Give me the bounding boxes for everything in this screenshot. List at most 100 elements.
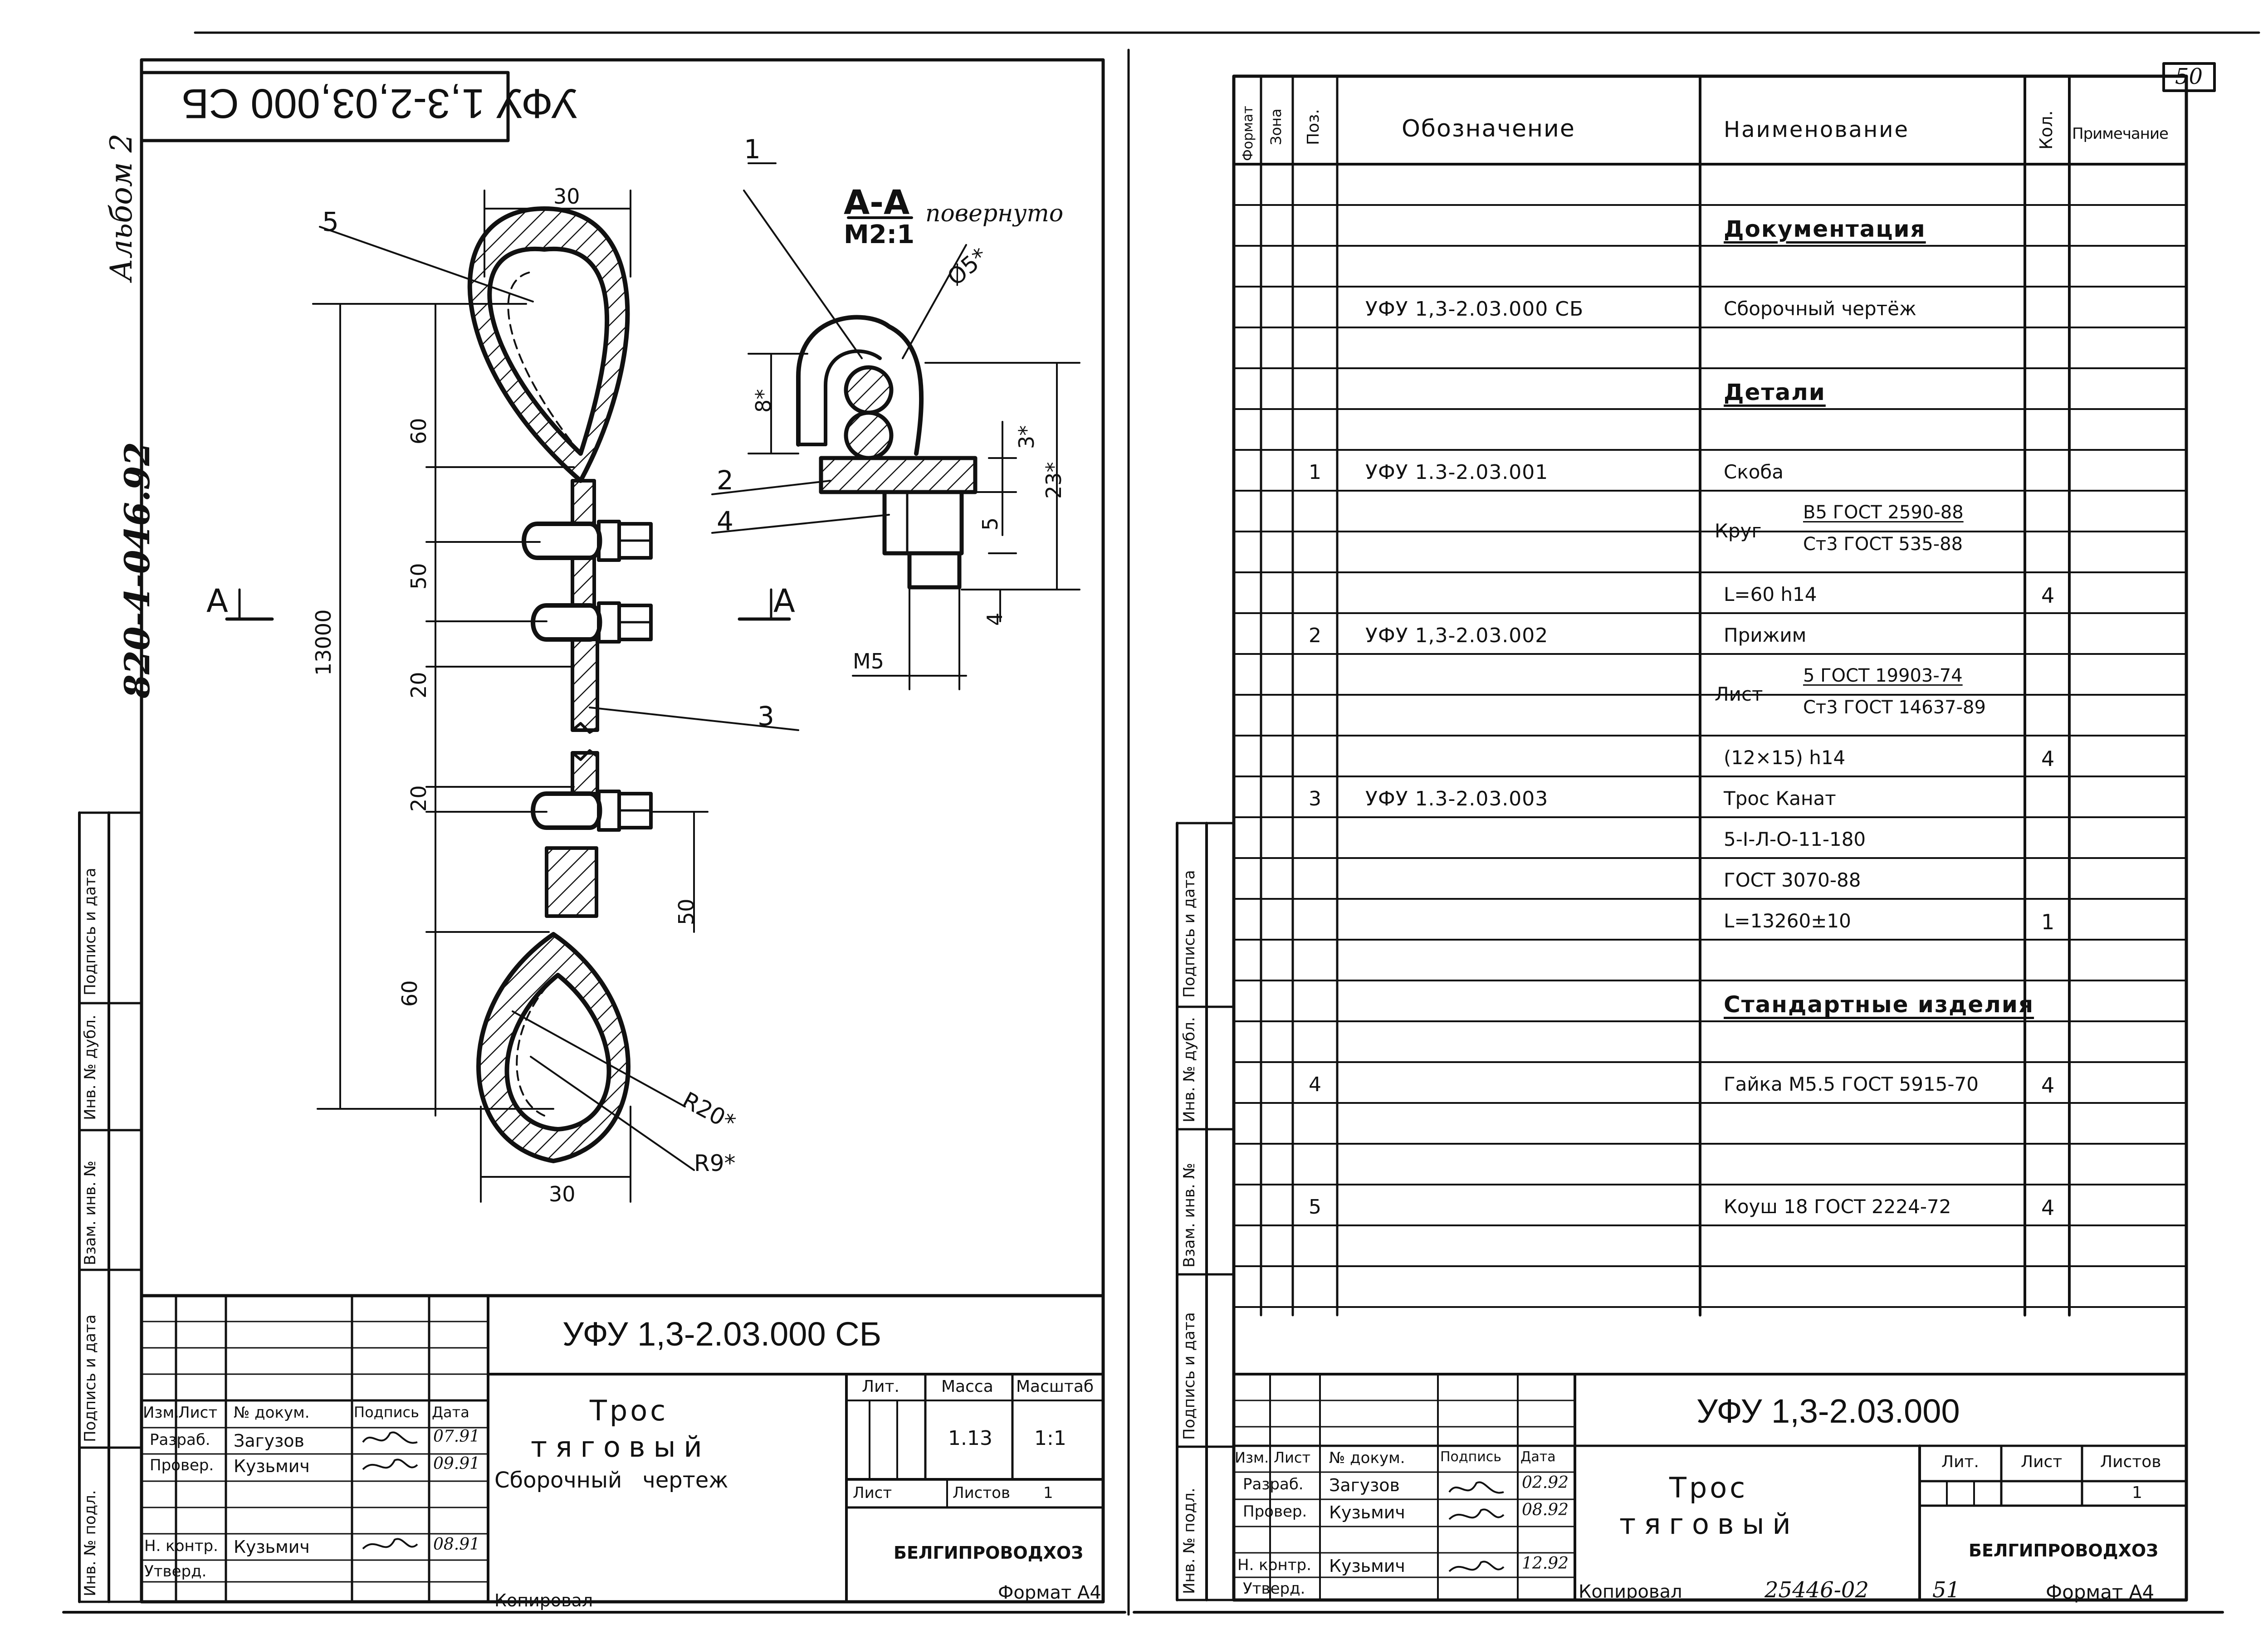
left-org: БЕЛГИПРОВОДХОЗ — [894, 1543, 1084, 1563]
left-side-sign-date: Подпись и дата — [81, 868, 99, 995]
right-razrab-date: 02.92 — [1522, 1473, 1569, 1492]
left-utverd-label: Утверд. — [144, 1562, 207, 1580]
right-nkontr-label: Н. контр. — [1237, 1556, 1311, 1574]
header-name: Наименование — [1724, 117, 1910, 142]
dim-50-bottom: 50 — [674, 898, 699, 925]
left-masshtab: Масштаб — [1016, 1377, 1094, 1396]
callout-5: 5 — [322, 206, 339, 237]
spec-row-name: Сборочный чертёж — [1724, 298, 1916, 320]
spec-row-designation: УФУ 1,3-2.03.000 СБ — [1365, 298, 1584, 321]
spec-row-pos: 4 — [1309, 1073, 1321, 1096]
right-nkontr-name: Кузьмич — [1329, 1556, 1405, 1576]
section-scale: М2:1 — [844, 220, 915, 249]
spec-row-designation: УФУ 1.3-2.03.003 — [1365, 787, 1549, 810]
left-col-date: Дата — [432, 1404, 469, 1421]
spec-row-name: L=60 h14 — [1724, 583, 1817, 605]
right-prover-label: Провер. — [1243, 1502, 1307, 1521]
dim-20-top: 20 — [406, 672, 431, 698]
section-a-a-detail — [748, 216, 1080, 690]
spec-row-pos: 3 — [1309, 787, 1321, 810]
section-title: А-А — [844, 183, 910, 222]
right-side-sign-date: Подпись и дата — [1180, 870, 1198, 998]
spec-row-name: L=13260±10 — [1724, 910, 1851, 932]
right-sheet-label: Лист — [2021, 1453, 2063, 1471]
left-prover-label: Провер. — [150, 1456, 214, 1474]
right-razrab-name: Загузов — [1329, 1475, 1400, 1495]
callout-2: 2 — [717, 465, 733, 496]
spec-row-qty: 4 — [2041, 583, 2055, 608]
view-marker-left: А — [206, 582, 228, 619]
left-nkontr-name: Кузьмич — [234, 1537, 310, 1557]
cable-assembly-drawing — [225, 162, 890, 1203]
left-lit: Лит. — [862, 1377, 899, 1396]
right-copy-number: 25446-02 — [1765, 1577, 1869, 1603]
right-side-vzam-inv: Взам. инв. № — [1180, 1163, 1198, 1268]
page-number: 50 — [2175, 64, 2203, 89]
right-razrab-label: Разраб. — [1243, 1475, 1304, 1493]
dim-5: 5 — [978, 517, 1002, 531]
left-prover-name: Кузьмич — [234, 1456, 310, 1476]
right-copy-page: 51 — [1932, 1577, 1960, 1603]
left-title-name-1: Трос — [590, 1394, 669, 1427]
left-signatures — [362, 1431, 418, 1550]
spec-row-section: Стандартные изделия — [1724, 991, 2034, 1018]
dim-r9: R9* — [694, 1150, 736, 1176]
header-note: Примечание — [2072, 125, 2169, 143]
right-copied: Копировал — [1579, 1581, 1682, 1602]
right-col-date: Дата — [1520, 1449, 1556, 1465]
dim-30-bottom: 30 — [549, 1182, 576, 1206]
dim-60-top: 60 — [406, 418, 431, 444]
right-col-list: Лист — [1274, 1449, 1311, 1466]
spec-row-pos: 1 — [1309, 461, 1321, 484]
left-nkontr-date: 08.91 — [433, 1535, 480, 1554]
spec-row-name-top: В5 ГОСТ 2590-88 — [1803, 502, 1964, 523]
section-note: повернуто — [925, 200, 1064, 227]
spec-row-designation: УФУ 1,3-2.03.002 — [1365, 624, 1549, 647]
left-title-doc-type: Сборочный чертеж — [494, 1468, 728, 1493]
callout-3: 3 — [758, 701, 774, 732]
spec-row-name-bottom: Ст3 ГОСТ 535-88 — [1803, 534, 1963, 555]
spec-row-section: Детали — [1724, 379, 1826, 405]
spec-row-name: Трос Канат — [1724, 787, 1836, 810]
spec-row-name: Скоба — [1724, 461, 1784, 483]
left-razrab-name: Загузов — [234, 1431, 304, 1451]
spec-row-name: Гайка М5.5 ГОСТ 5915-70 — [1724, 1073, 1979, 1095]
spec-row-name-bottom: Ст3 ГОСТ 14637-89 — [1803, 697, 1986, 718]
right-org: БЕЛГИПРОВОДХОЗ — [1969, 1541, 2159, 1561]
left-title-name-2: тяговый — [531, 1430, 710, 1463]
left-scale-value: 1:1 — [1034, 1427, 1066, 1450]
left-side-sign-date-2: Подпись и дата — [81, 1314, 99, 1442]
spec-row-pos: 5 — [1309, 1195, 1321, 1219]
spec-row-qty: 4 — [2041, 1195, 2055, 1220]
left-col-list: Лист — [178, 1404, 218, 1422]
callout-1: 1 — [744, 134, 761, 165]
view-marker-right: А — [773, 582, 795, 619]
spec-row-name: Прижим — [1724, 624, 1807, 646]
left-format: Формат А4 — [998, 1582, 1101, 1603]
spec-row-name: Коуш 18 ГОСТ 2224-72 — [1724, 1195, 1951, 1218]
left-col-sign: Подпись — [354, 1404, 419, 1421]
left-col-doc: № докум. — [234, 1404, 310, 1422]
left-razrab-date: 07.91 — [433, 1427, 480, 1446]
spec-row-qty: 4 — [2041, 1073, 2055, 1097]
right-col-doc: № докум. — [1329, 1449, 1405, 1467]
left-side-inv-podl: Инв. № подл. — [81, 1490, 99, 1596]
left-razrab-label: Разраб. — [150, 1431, 210, 1449]
header-qty: Кол. — [2036, 110, 2056, 150]
left-sheets-value: 1 — [1043, 1484, 1053, 1502]
right-sheet-frame — [1176, 62, 2216, 1602]
dim-13000: 13000 — [311, 609, 336, 676]
spec-row-qty: 1 — [2041, 910, 2055, 934]
right-prover-date: 08.92 — [1522, 1501, 1569, 1519]
spec-row-name: 5-I-Л-О-11-180 — [1724, 828, 1866, 850]
right-col-izm: Изм. — [1235, 1449, 1269, 1466]
left-nkontr-label: Н. контр. — [144, 1537, 218, 1555]
spec-row-qty: 4 — [2041, 746, 2055, 771]
right-nkontr-date: 12.92 — [1522, 1554, 1569, 1573]
left-col-izm: Изм. — [143, 1404, 179, 1422]
right-lit: Лит. — [1941, 1453, 1979, 1471]
right-side-sign-date-2: Подпись и дата — [1180, 1312, 1198, 1440]
right-signatures — [1448, 1481, 1505, 1572]
spec-row-name-top: 5 ГОСТ 19903-74 — [1803, 665, 1963, 686]
